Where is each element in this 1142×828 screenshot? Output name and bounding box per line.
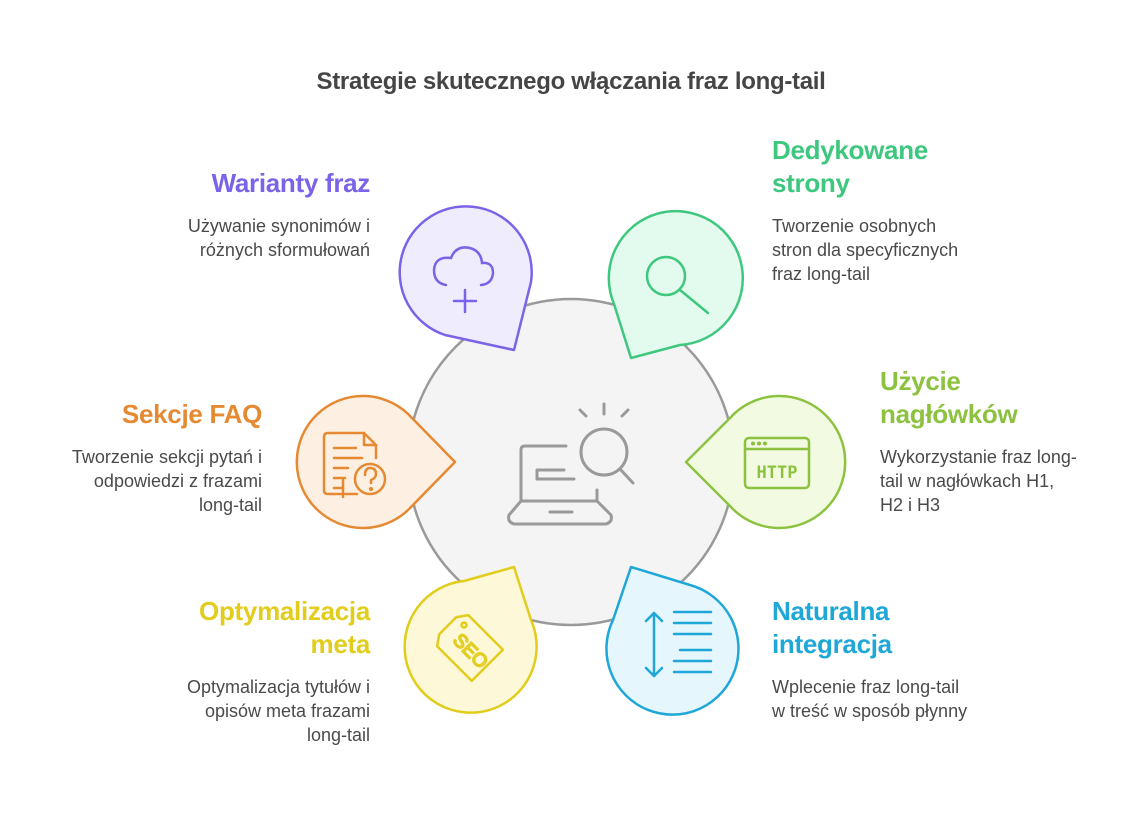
diagram-title: Strategie skutecznego włączania fraz lon…	[316, 68, 826, 95]
item-heading: Naturalna integracja	[772, 595, 967, 661]
item-naturalna: Naturalna integracja Wplecenie fraz long…	[772, 595, 967, 723]
item-heading: Warianty fraz	[211, 168, 371, 198]
pin-naturalna	[605, 565, 740, 716]
item-description: Tworzenie sekcji pytań i odpowiedzi z fr…	[72, 445, 262, 517]
item-faq: Sekcje FAQ Tworzenie sekcji pytań i odpo…	[72, 398, 262, 517]
desc-line: Optymalizacja tytułów i	[186, 677, 370, 697]
item-heading: Sekcje FAQ	[121, 399, 262, 429]
cloud-plus-icon	[432, 246, 495, 314]
desc-line: Tworzenie sekcji pytań i	[71, 447, 262, 467]
desc-line: long-tail	[198, 495, 262, 515]
item-warianty: Warianty fraz Używanie synonimów i różny…	[188, 167, 370, 262]
desc-line: long-tail	[306, 725, 370, 745]
heading-line: Naturalna	[772, 596, 890, 626]
line-spacing-icon	[644, 610, 713, 678]
faq-document-icon	[322, 431, 387, 499]
search-icon	[645, 255, 710, 315]
item-heading: Użycie nagłówków	[880, 365, 1077, 431]
pin-faq	[295, 394, 457, 530]
pin-meta: SEO	[403, 565, 538, 714]
desc-line: Wykorzystanie fraz long-	[880, 447, 1077, 467]
desc-line: opisów meta frazami	[204, 701, 370, 721]
desc-line: odpowiedzi z frazami	[93, 471, 262, 491]
item-heading: Optymalizacja meta	[187, 595, 370, 661]
item-heading: Dedykowane strony	[772, 134, 958, 200]
item-naglowki: Użycie nagłówków Wykorzystanie fraz long…	[880, 365, 1077, 517]
pin-dedykowane	[607, 209, 745, 360]
heading-line: integracja	[772, 629, 892, 659]
item-description: Tworzenie osobnych stron dla specyficzny…	[772, 214, 958, 286]
item-description: Wplecenie fraz long-tail w treść w sposó…	[772, 675, 967, 723]
desc-line: Używanie synonimów i	[187, 216, 370, 236]
desc-line: Wplecenie fraz long-tail	[772, 677, 960, 697]
desc-line: H2 i H3	[880, 495, 941, 515]
desc-line: w treść w sposób płynny	[772, 701, 968, 721]
heading-line: Dedykowane	[772, 135, 928, 165]
item-description: Optymalizacja tytułów i opisów meta fraz…	[187, 675, 370, 747]
desc-line: Tworzenie osobnych	[772, 216, 937, 236]
heading-line: Optymalizacja	[199, 596, 370, 626]
laptop-search-icon	[507, 402, 635, 526]
heading-line: meta	[310, 629, 371, 659]
http-icon-text: HTTP	[757, 463, 798, 483]
item-description: Używanie synonimów i różnych sformułowań	[188, 214, 370, 262]
pin-naglowki: HTTP	[684, 394, 847, 530]
heading-line: nagłówków	[880, 399, 1018, 429]
heading-line: Użycie	[880, 366, 961, 396]
item-meta: Optymalizacja meta Optymalizacja tytułów…	[187, 595, 370, 747]
item-description: Wykorzystanie fraz long- tail w nagłówka…	[880, 445, 1077, 517]
desc-line: różnych sformułowań	[199, 240, 370, 260]
http-browser-icon: HTTP	[743, 436, 811, 490]
desc-line: tail w nagłówkach H1,	[880, 471, 1055, 491]
desc-line: stron dla specyficznych	[772, 240, 959, 260]
pin-warianty	[398, 205, 533, 352]
heading-line: strony	[772, 168, 850, 198]
desc-line: fraz long-tail	[772, 264, 871, 284]
item-dedykowane: Dedykowane strony Tworzenie osobnych str…	[772, 134, 958, 286]
